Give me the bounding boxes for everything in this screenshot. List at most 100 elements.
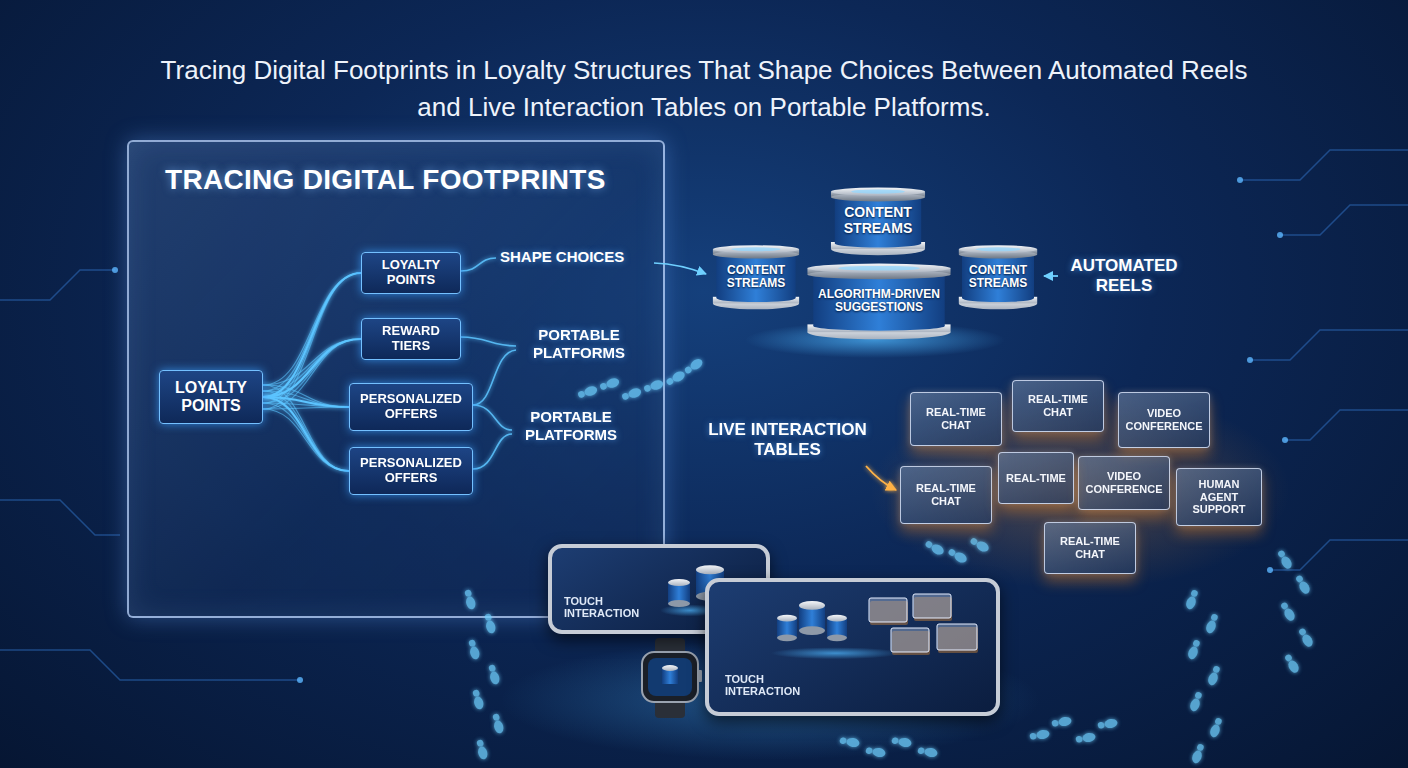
cylinder-body bbox=[962, 294, 1034, 302]
connector-strand bbox=[263, 339, 361, 397]
interaction-card: REAL-TIME bbox=[998, 452, 1074, 504]
live-arrow bbox=[866, 466, 896, 490]
node-text: VIDEO CONFERENCE bbox=[1124, 407, 1204, 432]
interaction-card: REAL-TIME CHAT bbox=[1012, 380, 1104, 432]
branch-line bbox=[473, 405, 512, 430]
loyalty-box: PERSONALIZED OFFERS bbox=[349, 447, 473, 495]
footprint bbox=[839, 736, 860, 748]
footprint bbox=[865, 746, 886, 758]
mini-cylinder bbox=[777, 615, 797, 622]
content-cylinder: CONTENT STREAMS bbox=[958, 244, 1038, 310]
footprint bbox=[891, 736, 912, 748]
reels-arrow bbox=[1044, 275, 1058, 277]
footprint bbox=[1075, 732, 1096, 744]
branch-line bbox=[473, 350, 516, 405]
mini-cylinder bbox=[827, 634, 847, 641]
cylinder-body bbox=[716, 255, 795, 299]
node-text: ALGORITHM-DRIVEN SUGGESTIONS bbox=[811, 288, 947, 315]
circuit-dot bbox=[297, 677, 303, 683]
cylinder-light bbox=[851, 190, 905, 194]
node-text: LOYALTY POINTS bbox=[166, 379, 256, 416]
node-text: CONTENT STREAMS bbox=[835, 205, 921, 236]
label-text: LIVE INTERACTION TABLES bbox=[700, 420, 875, 461]
watch-screen bbox=[648, 658, 692, 696]
node-text: PERSONALIZED OFFERS bbox=[356, 392, 466, 422]
footprint bbox=[969, 536, 991, 554]
footprint bbox=[487, 664, 501, 685]
footprint bbox=[475, 739, 489, 760]
node-text: LOYALTY POINTS bbox=[368, 258, 454, 288]
branch-line bbox=[473, 434, 512, 469]
branch-lines bbox=[461, 258, 516, 469]
footprint bbox=[1029, 729, 1050, 741]
footprint bbox=[471, 689, 485, 710]
loyalty-box: LOYALTY POINTS bbox=[361, 252, 461, 294]
footprint bbox=[917, 746, 938, 758]
footprint bbox=[491, 713, 505, 734]
footprint bbox=[1276, 549, 1294, 571]
footprint bbox=[1191, 743, 1206, 765]
label-text: PORTABLE PLATFORMS bbox=[520, 326, 638, 362]
cylinder-light bbox=[976, 247, 1021, 251]
cylinder-glow bbox=[745, 322, 1005, 358]
cylinder-cap bbox=[959, 245, 1037, 253]
branch-line bbox=[461, 337, 516, 346]
device-icons bbox=[771, 592, 986, 664]
footprint bbox=[924, 539, 946, 557]
mini-cylinder bbox=[668, 579, 690, 586]
connector-strand bbox=[263, 407, 349, 409]
node-text: REAL-TIME CHAT bbox=[906, 482, 986, 507]
loyalty-box: LOYALTY POINTS bbox=[159, 370, 263, 424]
diagram-title: Tracing Digital Footprints in Loyalty St… bbox=[159, 52, 1249, 126]
circuit-line bbox=[1280, 205, 1408, 235]
connector-strand bbox=[263, 385, 349, 471]
screen-text: TOUCH INTERACTION bbox=[564, 595, 656, 620]
node-text: REAL-TIME bbox=[1006, 472, 1066, 485]
connector-strand bbox=[263, 273, 361, 397]
interaction-card: REAL-TIME CHAT bbox=[1044, 522, 1136, 574]
node-text: REAL-TIME CHAT bbox=[916, 406, 996, 431]
label-text: AUTOMATED REELS bbox=[1062, 256, 1186, 297]
footprint bbox=[621, 387, 643, 402]
circuit-line bbox=[0, 650, 300, 680]
cylinder-light bbox=[838, 266, 920, 271]
node-text: PERSONALIZED OFFERS bbox=[356, 456, 466, 486]
connector-strand bbox=[263, 397, 349, 471]
circuit-dot bbox=[1237, 177, 1243, 183]
footprint bbox=[1283, 653, 1301, 675]
mini-card bbox=[937, 624, 977, 650]
circuit-line bbox=[0, 500, 120, 535]
node-text: CONTENT STREAMS bbox=[963, 264, 1033, 291]
cylinder-cap bbox=[713, 245, 799, 253]
label-text: SHAPE CHOICES bbox=[500, 248, 650, 266]
footprints bbox=[463, 357, 1315, 765]
circuit-dot bbox=[1277, 232, 1283, 238]
footprint bbox=[1051, 716, 1072, 728]
footprint bbox=[1297, 627, 1315, 649]
device-screen: TOUCH INTERACTION bbox=[705, 578, 1000, 716]
footprint bbox=[683, 357, 704, 376]
connector-strand bbox=[263, 409, 349, 471]
cylinder-body bbox=[835, 197, 921, 243]
mini-cylinder bbox=[827, 615, 847, 622]
connector-strand bbox=[263, 391, 349, 471]
icon-glow bbox=[771, 647, 900, 659]
circuit-line bbox=[0, 270, 115, 300]
circuit-dot bbox=[1267, 567, 1273, 573]
footprint bbox=[665, 369, 687, 387]
loyalty-box: PERSONALIZED OFFERS bbox=[349, 383, 473, 431]
watch-icon bbox=[662, 665, 678, 671]
interaction-card: REAL-TIME CHAT bbox=[910, 392, 1002, 446]
footprint bbox=[947, 547, 969, 565]
footprint bbox=[599, 377, 621, 392]
footprint bbox=[577, 385, 599, 400]
footprint bbox=[1205, 613, 1220, 635]
choice-arrow bbox=[654, 263, 706, 274]
watch-body bbox=[642, 652, 698, 702]
footprint bbox=[1185, 589, 1200, 611]
node-text: REAL-TIME CHAT bbox=[1050, 535, 1130, 560]
node-text: REWARD TIERS bbox=[368, 324, 454, 354]
footprint bbox=[1209, 717, 1224, 739]
interaction-card: HUMAN AGENT SUPPORT bbox=[1176, 468, 1262, 526]
content-cylinder: CONTENT STREAMS bbox=[830, 186, 926, 256]
